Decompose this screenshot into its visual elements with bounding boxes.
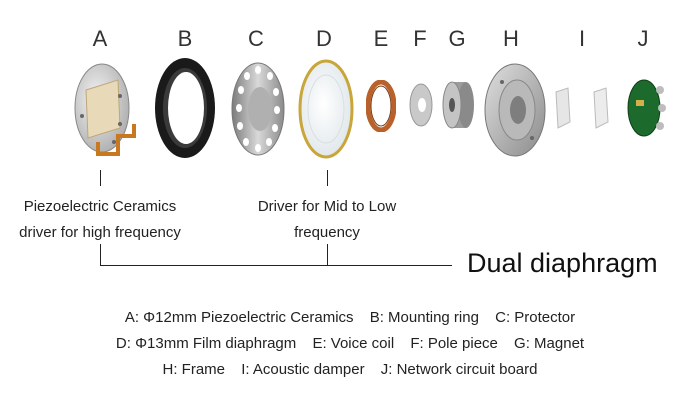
legend-j: J: Network circuit board [380,361,538,378]
mounting-ring-image [155,58,215,158]
piezo-caption-line2: driver for high frequency [19,224,181,241]
legend-c: C: Protector [495,309,576,326]
bracket-left-tick [100,244,101,266]
label-a: A [92,26,108,51]
legend-row-3: H: Frame I: Acoustic damper J: Network c… [0,361,700,378]
magnet-image [442,81,474,129]
bracket-line [100,265,452,266]
voice-coil-image [366,80,396,132]
legend-d: D: Φ13mm Film diaphragm [115,335,297,352]
film-diaphragm-image [298,59,354,159]
label-d: D [316,26,332,51]
legend-row-2: D: Φ13mm Film diaphragm E: Voice coil F:… [0,335,700,352]
label-h: H [503,26,519,51]
legend-a: A: Φ12mm Piezoelectric Ceramics [124,309,354,326]
legend-e: E: Voice coil [312,335,395,352]
label-f: F [413,26,427,51]
label-e: E [373,26,389,51]
callout-line-d [327,170,328,186]
legend-g: G: Magnet [514,335,585,352]
legend-row-1: A: Φ12mm Piezoelectric Ceramics B: Mount… [0,309,700,326]
label-i: I [578,26,586,51]
circuit-board-image [627,79,666,137]
mid-caption-line2: frequency [294,224,360,241]
mid-caption-line1: Driver for Mid to Low [257,198,397,215]
callout-line-a [100,170,101,186]
dual-diaphragm-title: Dual diaphragm [467,248,658,278]
legend-f: F: Pole piece [410,335,498,352]
piezo-caption-line1: Piezoelectric Ceramics [23,198,177,215]
label-j: J [637,26,649,51]
protector-image [231,62,285,156]
legend-i: I: Acoustic damper [241,361,365,378]
bracket-mid-tick [327,244,328,266]
legend-b: B: Mounting ring [369,309,479,326]
label-c: C [248,26,264,51]
mid-low-driver-caption: Driver for Mid to Low frequency [227,194,427,246]
label-g: G [448,26,466,51]
legend-h: H: Frame [162,361,226,378]
piezo-driver-caption: Piezoelectric Ceramics driver for high f… [0,194,200,246]
pole-piece-image [409,83,433,127]
frame-image [484,63,546,157]
label-b: B [177,26,193,51]
acoustic-damper-image [555,87,609,129]
piezo-ceramic-image [74,63,136,156]
